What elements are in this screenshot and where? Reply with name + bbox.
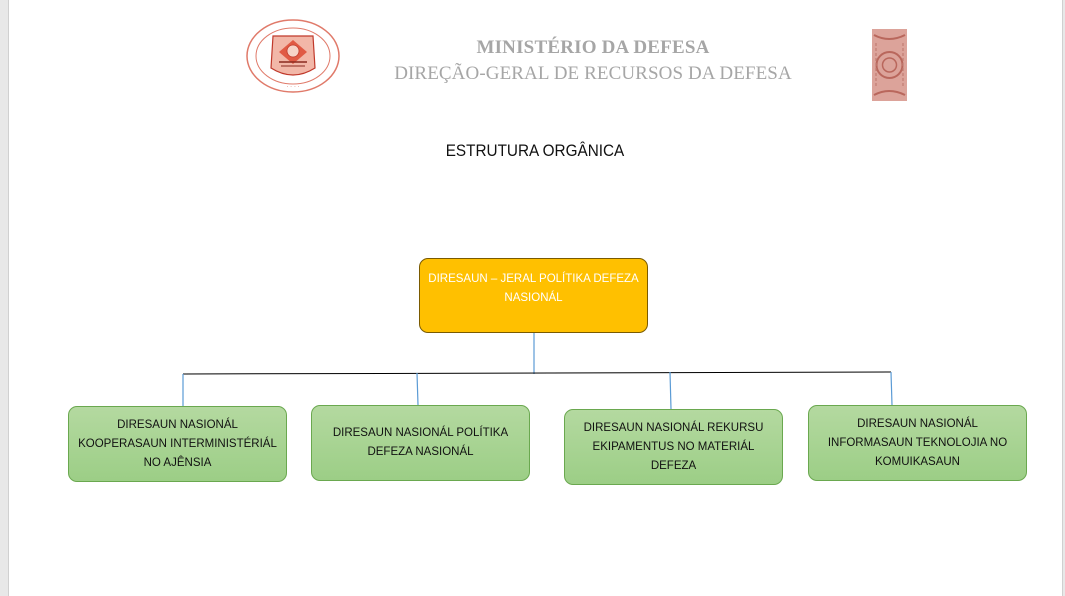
org-node-child: DIRESAUN NASIONÁL INFORMASAUN TEKNOLOJIA…: [808, 405, 1027, 481]
org-node-child: DIRESAUN NASIONÁL REKURSU EKIPAMENTUS NO…: [564, 409, 783, 485]
org-node-child: DIRESAUN NASIONÁL KOOPERASAUN INTERMINIS…: [68, 406, 287, 482]
traditional-emblem-icon: [872, 29, 907, 101]
connector-child-4: [890, 371, 893, 406]
connector-child-2: [416, 372, 419, 406]
org-node-label: DIRESAUN NASIONÁL INFORMASAUN TEKNOLOJIA…: [827, 417, 1008, 468]
document-title: ESTRUTURA ORGÂNICA: [445, 141, 625, 160]
svg-text:· · · ·: · · · ·: [286, 84, 299, 91]
org-node-child: DIRESAUN NASIONÁL POLÍTIKA DEFEZA NASION…: [311, 405, 530, 481]
org-node-label: DIRESAUN NASIONÁL REKURSU EKIPAMENTUS NO…: [583, 421, 764, 472]
national-seal-icon: · · · ·: [246, 19, 340, 93]
org-node-label: DIRESAUN NASIONÁL POLÍTIKA DEFEZA NASION…: [332, 427, 509, 458]
org-node-top-label: DIRESAUN – JERAL POLÍTIKA DEFEZA NASIONÁ…: [428, 273, 639, 304]
org-node-top: DIRESAUN – JERAL POLÍTIKA DEFEZA NASIONÁ…: [419, 258, 648, 333]
ministry-title: MINISTÉRIO DA DEFESA: [476, 37, 710, 58]
connector-horizontal: [182, 371, 892, 375]
directorate-title: DIREÇÃO-GERAL DE RECURSOS DA DEFESA: [394, 63, 792, 84]
org-node-label: DIRESAUN NASIONÁL KOOPERASAUN INTERMINIS…: [78, 418, 277, 469]
connector-child-3: [669, 371, 672, 410]
